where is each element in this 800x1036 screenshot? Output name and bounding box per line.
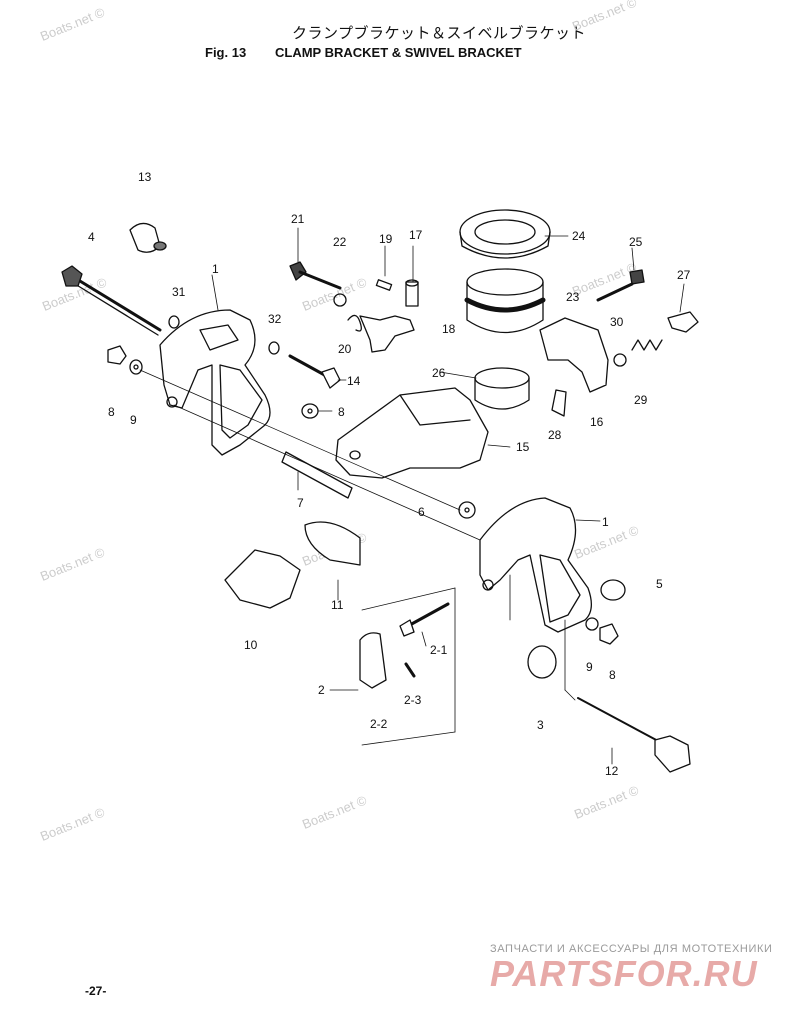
part-label: 8 bbox=[108, 405, 115, 419]
part-label: 22 bbox=[333, 235, 347, 249]
part-17-bush bbox=[405, 279, 419, 307]
part-21-bolt bbox=[289, 261, 342, 290]
part-8-nut-left bbox=[107, 345, 127, 365]
part-label: 32 bbox=[268, 312, 282, 326]
part-label: 14 bbox=[347, 374, 361, 388]
part-10-bracket-plate bbox=[224, 549, 301, 609]
part-1-clamp-bracket-right bbox=[479, 497, 592, 633]
part-label: 8 bbox=[609, 668, 616, 682]
part-label: 15 bbox=[516, 440, 530, 454]
part-label: 8 bbox=[338, 405, 345, 419]
part-28-pad bbox=[551, 389, 567, 417]
part-label: 9 bbox=[586, 660, 593, 674]
part-label: 3 bbox=[537, 718, 544, 732]
figure-title: CLAMP BRACKET & SWIVEL BRACKET bbox=[275, 45, 522, 60]
part-8-nut-right bbox=[599, 623, 619, 645]
part-19-pin bbox=[375, 279, 393, 291]
part-label: 1 bbox=[602, 515, 609, 529]
part-label: 11 bbox=[331, 598, 344, 612]
part-1-clamp-bracket-left bbox=[159, 309, 271, 456]
part-label: 23 bbox=[566, 290, 580, 304]
part-27-knob bbox=[667, 311, 699, 333]
brand-tagline: ЗАПЧАСТИ И АКСЕССУАРЫ ДЛЯ МОТОТЕХНИКИ bbox=[490, 943, 773, 955]
part-label: 29 bbox=[634, 393, 648, 407]
part-32-washer bbox=[268, 341, 280, 355]
part-label: 21 bbox=[291, 212, 305, 226]
part-label: 1 bbox=[212, 262, 219, 276]
part-label: 30 bbox=[610, 315, 624, 329]
part-label: 2-1 bbox=[430, 643, 448, 657]
part-label: 16 bbox=[590, 415, 604, 429]
part-label: 10 bbox=[244, 638, 258, 652]
part-26-sleeve bbox=[474, 367, 530, 410]
part-3-pad bbox=[527, 645, 557, 679]
part-label: 28 bbox=[548, 428, 562, 442]
part-label: 9 bbox=[130, 413, 137, 427]
part-30-washer bbox=[613, 353, 627, 367]
part-22-washer bbox=[333, 293, 347, 307]
part-24-ring bbox=[459, 209, 551, 259]
part-label: 25 bbox=[629, 235, 643, 249]
part-label: 27 bbox=[677, 268, 691, 282]
part-15-swivel-bracket bbox=[335, 387, 489, 479]
part-9-washer-left bbox=[129, 359, 143, 375]
brand-logo: PARTSFOR.RU bbox=[490, 953, 758, 994]
part-18-bushing bbox=[464, 268, 546, 334]
part-13-bolt bbox=[61, 265, 162, 336]
part-label: 24 bbox=[572, 229, 586, 243]
part-label: 18 bbox=[442, 322, 456, 336]
page-title: Fig. 13 CLAMP BRACKET & SWIVEL BRACKET bbox=[205, 45, 522, 60]
part-label: 5 bbox=[656, 577, 663, 591]
part-label: 19 bbox=[379, 232, 393, 246]
part-20-spring bbox=[347, 314, 362, 332]
part-label: 13 bbox=[138, 170, 152, 184]
page-number: -27- bbox=[85, 984, 107, 998]
part-9-washer-right bbox=[585, 617, 599, 631]
part-2-2-clamp bbox=[359, 632, 387, 689]
part-label: 20 bbox=[338, 342, 352, 356]
part-label: 4 bbox=[88, 230, 95, 244]
part-31-washer bbox=[168, 315, 180, 329]
part-label: 6 bbox=[418, 505, 425, 519]
part-label: 2-3 bbox=[404, 693, 422, 707]
part-2-3-screw bbox=[404, 662, 416, 678]
part-lever-assembly bbox=[359, 315, 415, 353]
part-12-tilt-rod bbox=[577, 697, 691, 773]
part-25-bolt bbox=[596, 269, 645, 302]
part-label: 12 bbox=[605, 764, 619, 778]
part-29-spring bbox=[631, 339, 663, 351]
part-label: 2-2 bbox=[370, 717, 388, 731]
part-2-1-bolt bbox=[399, 602, 450, 637]
part-5-knob bbox=[600, 579, 626, 601]
part-23-bracket bbox=[539, 317, 609, 393]
part-11-bush bbox=[304, 521, 361, 566]
part-label: 2 bbox=[318, 683, 325, 697]
figure-number: Fig. 13 bbox=[205, 45, 247, 60]
part-8-washer-center bbox=[301, 403, 319, 419]
part-label: 7 bbox=[297, 496, 304, 510]
part-label: 17 bbox=[409, 228, 423, 242]
part-label: 31 bbox=[172, 285, 186, 299]
page-title-japanese: クランプブラケット＆スイベルブラケット bbox=[292, 24, 587, 42]
part-6-washer bbox=[458, 501, 476, 519]
part-label: 26 bbox=[432, 366, 446, 380]
part-7-shaft bbox=[281, 451, 353, 499]
part-14-bolt bbox=[288, 354, 341, 389]
part-4-cap bbox=[129, 222, 167, 253]
